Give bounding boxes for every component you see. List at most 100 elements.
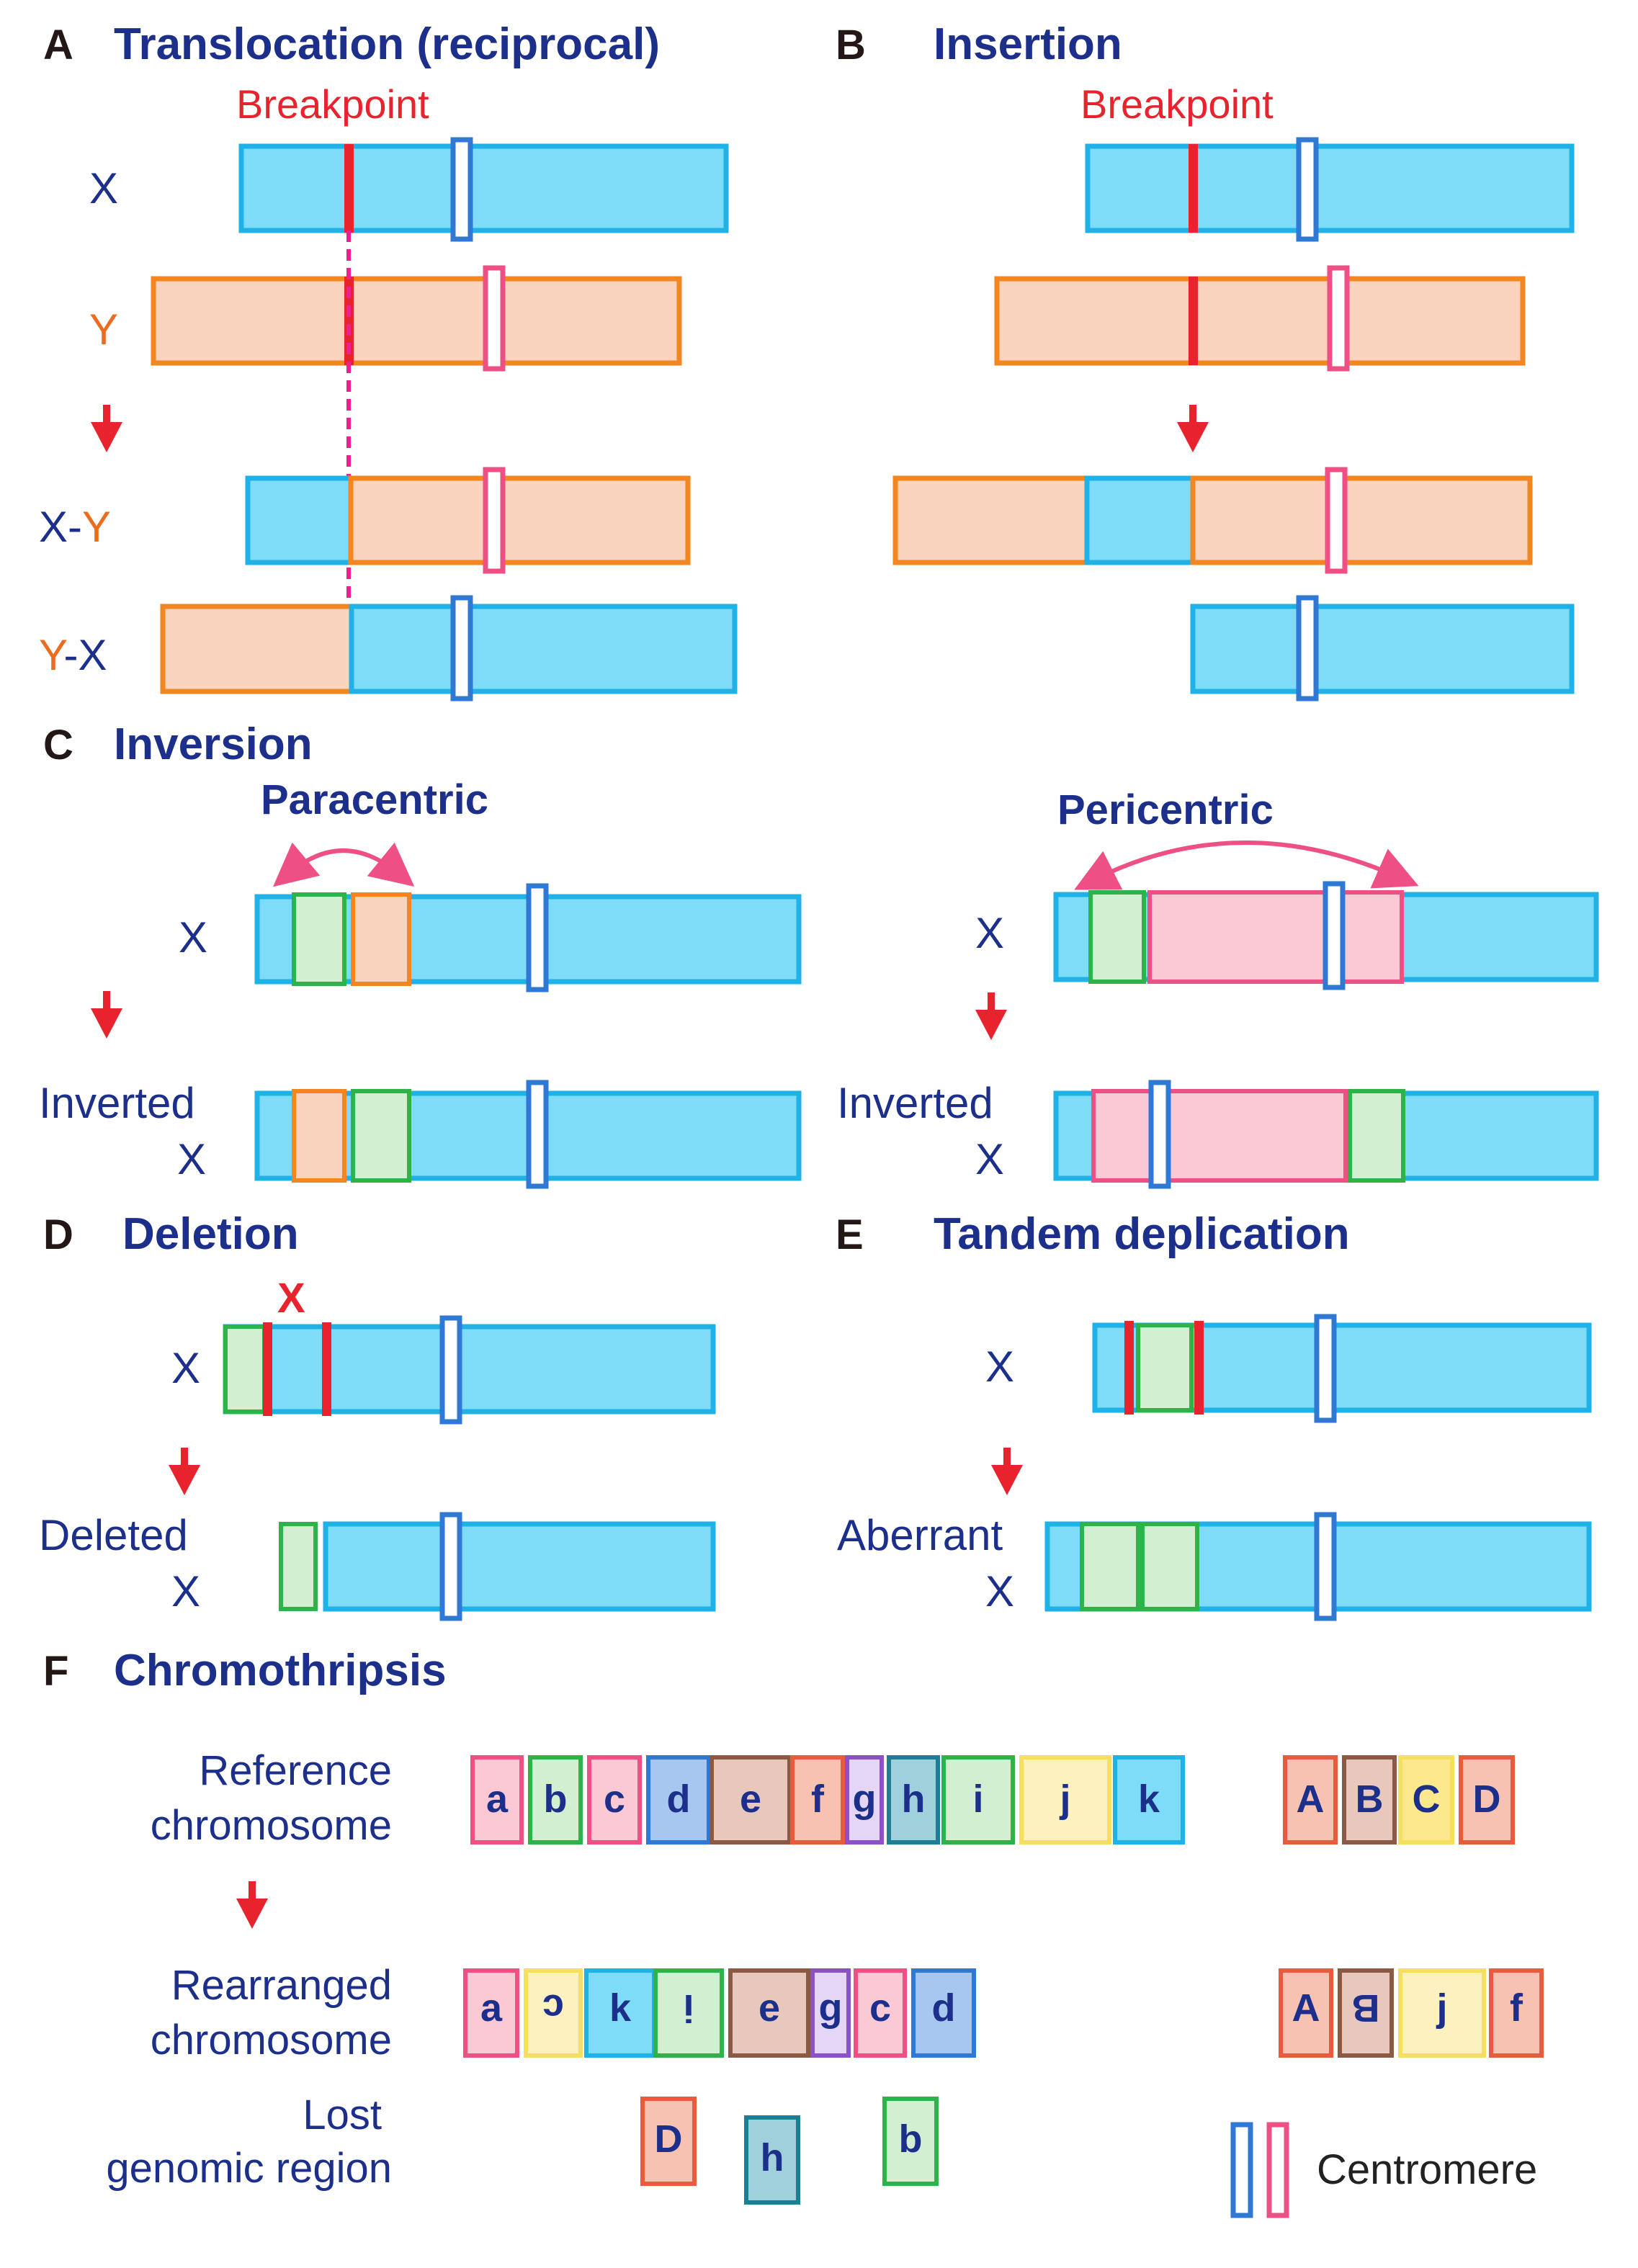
- segment-box: d: [911, 1968, 976, 2058]
- breakpoint-marker: [263, 1322, 272, 1416]
- centromere-y-legend-icon: [1266, 2122, 1289, 2218]
- rearranged-chromosome-2: A B j f: [1279, 1968, 1544, 2058]
- segment-label: c: [604, 1778, 625, 1821]
- centromere-x: [439, 1315, 462, 1425]
- chromosome-y: [994, 276, 1526, 366]
- centromere-x: [1314, 1314, 1337, 1423]
- segment-green: [223, 1325, 267, 1414]
- panel-f-title: Chromothripsis: [114, 1646, 447, 1695]
- segment-box: A: [1283, 1755, 1338, 1845]
- segment-box: h: [887, 1755, 940, 1845]
- segment-label: D: [1473, 1778, 1501, 1821]
- segment-label: k: [1138, 1778, 1160, 1821]
- derivative-xy-x-part: [245, 475, 354, 565]
- segment-label: e: [740, 1778, 761, 1821]
- segment-box: b: [882, 2097, 939, 2186]
- segment-box: a: [470, 1755, 524, 1845]
- centromere-x: [450, 595, 473, 702]
- reference-label-line-1: Reference: [199, 1747, 392, 1794]
- pericentric-label: Pericentric: [1057, 786, 1274, 833]
- panel-f-letter: F: [43, 1648, 68, 1695]
- inserted-y-right-part: [1190, 475, 1533, 565]
- segment-box: i: [653, 1968, 724, 2058]
- legend-label: Centromere: [1317, 2146, 1537, 2193]
- centromere-x-legend-icon: [1230, 2122, 1253, 2218]
- segment-green: [1080, 1522, 1140, 1611]
- chromosome-x: [223, 1324, 716, 1415]
- down-arrow-icon: [991, 1448, 1023, 1495]
- panel-a-label-xy: X-Y: [39, 503, 111, 551]
- rearranged-label-line-1: Rearranged: [171, 1962, 392, 2009]
- panel-b-letter: B: [836, 22, 866, 68]
- reference-label-line-2: chromosome: [151, 1802, 392, 1849]
- segment-box: i: [941, 1755, 1015, 1845]
- panel-a-title: Translocation (reciprocal): [114, 19, 660, 69]
- panel-a-letter: A: [43, 22, 73, 68]
- centromere-y: [483, 265, 506, 372]
- centromere-x: [1323, 881, 1346, 990]
- segment-inverted-pink: [1147, 890, 1404, 984]
- segment-orange: [292, 1089, 346, 1183]
- panel-a-label-y: Y: [89, 305, 118, 354]
- segment-green: [1348, 1089, 1405, 1183]
- segment-label: b: [544, 1778, 568, 1821]
- segment-label: B: [1356, 1778, 1384, 1821]
- deleted-segment-mark: X: [277, 1275, 305, 1322]
- segment-label: f: [1510, 1986, 1523, 2030]
- segment-box: f: [1489, 1968, 1544, 2058]
- inverted-label-right-x: X: [975, 1135, 1004, 1183]
- panel-c-letter: C: [43, 722, 73, 768]
- panel-a-label-yx: Y-X: [39, 631, 107, 679]
- panel-e-title: Tandem deplication: [934, 1209, 1350, 1259]
- panel-c-label-x-right: X: [975, 909, 1004, 957]
- rearranged-chromosome: a c k i e g c d: [463, 1968, 976, 2058]
- aberrant-label-x: X: [985, 1567, 1014, 1615]
- segment-label: a: [480, 1986, 503, 2030]
- segment-box: c: [587, 1755, 642, 1845]
- swap-arrow-icon: [272, 842, 415, 887]
- centromere-x: [1148, 1080, 1171, 1189]
- inserted-x-segment: [1084, 475, 1196, 565]
- segment-label: A: [1297, 1778, 1325, 1821]
- centromere-y: [1325, 467, 1348, 574]
- paracentric-label: Paracentric: [261, 776, 488, 823]
- segment-label: d: [667, 1778, 691, 1821]
- derivative-xy-y-part: [348, 475, 691, 565]
- deleted-chromosome-x: [323, 1521, 716, 1612]
- segment-label: g: [819, 1986, 843, 2030]
- lost-label-line-2: genomic region: [106, 2145, 392, 2192]
- segment-box: A: [1279, 1968, 1333, 2058]
- breakpoint-marker: [1194, 1321, 1204, 1415]
- segment-box: D: [640, 2097, 697, 2186]
- segment-label: f: [811, 1778, 825, 1821]
- segment-green-duplicate: [1140, 1522, 1199, 1611]
- segment-box: e: [710, 1755, 792, 1845]
- centromere-x: [439, 1512, 462, 1621]
- panel-a-breakpoint-label: Breakpoint: [236, 81, 429, 127]
- segment-green: [279, 1522, 318, 1611]
- segment-box: a: [463, 1968, 519, 2058]
- reference-chromosome-2: A B C D: [1283, 1755, 1515, 1845]
- segment-green: [1136, 1323, 1194, 1412]
- centromere-x: [526, 1080, 549, 1189]
- segment-label: C: [1413, 1778, 1441, 1821]
- segment-box: B: [1338, 1968, 1394, 2058]
- down-arrow-icon: [91, 991, 122, 1039]
- down-arrow-icon: [91, 405, 122, 452]
- panel-d-title: Deletion: [122, 1209, 299, 1259]
- panel-a: A Translocation (reciprocal) Breakpoint …: [39, 19, 738, 702]
- panel-e-label-x: X: [985, 1343, 1014, 1391]
- segment-box: b: [528, 1755, 583, 1845]
- segment-label: j: [1059, 1778, 1070, 1821]
- segment-label: g: [853, 1778, 877, 1821]
- breakpoint-marker: [322, 1322, 331, 1416]
- segment-box: d: [646, 1755, 711, 1845]
- breakpoint-marker: [344, 144, 354, 233]
- segment-label: B: [1352, 1986, 1380, 2030]
- segment-box: k: [584, 1968, 656, 2058]
- segment-box: k: [1113, 1755, 1185, 1845]
- segment-label: d: [932, 1986, 956, 2030]
- segment-inverted-pink: [1091, 1089, 1348, 1183]
- panel-d: D Deletion X X Deleted X: [39, 1209, 716, 1621]
